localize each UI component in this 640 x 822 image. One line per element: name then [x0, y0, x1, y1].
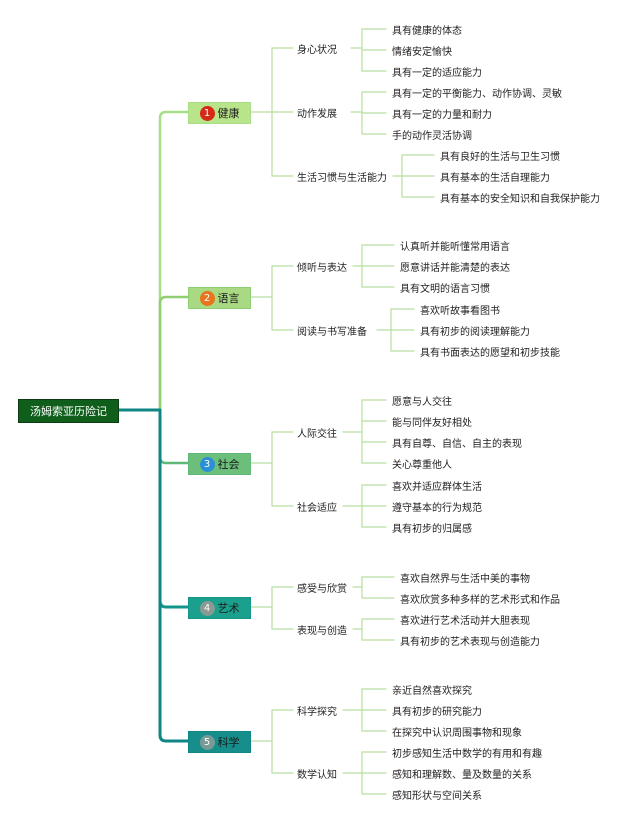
leaf-item-1-2-3[interactable]: 手的动作灵活协调: [392, 131, 472, 142]
category-label: 科学: [217, 736, 240, 749]
subcategory-1-3[interactable]: 生活习惯与生活能力: [297, 173, 387, 184]
category-label: 语言: [217, 292, 240, 305]
leaf-item-4-2-2[interactable]: 具有初步的艺术表现与创造能力: [400, 637, 540, 648]
leaf-item-1-1-3[interactable]: 具有一定的适应能力: [392, 68, 482, 79]
leaf-item-2-1-2[interactable]: 愿意讲话并能清楚的表达: [400, 263, 510, 274]
leaf-item-5-2-2[interactable]: 感知和理解数、量及数量的关系: [392, 770, 532, 781]
connector-5: [116, 408, 190, 743]
leaf-item-3-1-4[interactable]: 关心尊重他人: [392, 460, 452, 471]
category-label: 社会: [217, 458, 240, 471]
root-node[interactable]: 汤姆索亚历险记: [18, 399, 119, 423]
leaf-item-4-2-1[interactable]: 喜欢进行艺术活动并大胆表现: [400, 616, 530, 627]
subcategory-5-1[interactable]: 科学探究: [297, 707, 337, 718]
subcategory-4-1[interactable]: 感受与欣赏: [297, 584, 347, 595]
category-number-badge: 2: [199, 290, 215, 306]
leaf-item-3-2-3[interactable]: 具有初步的归属感: [392, 524, 472, 535]
connector-3: [116, 408, 190, 465]
subcategory-1-1[interactable]: 身心状况: [297, 45, 337, 56]
leaf-item-5-2-1[interactable]: 初步感知生活中数学的有用和有趣: [392, 749, 542, 760]
subcategory-1-2[interactable]: 动作发展: [297, 109, 337, 120]
connector-2: [116, 295, 190, 412]
category-label: 健康: [217, 107, 240, 120]
category-number-badge: 1: [199, 105, 215, 121]
leaf-item-2-1-3[interactable]: 具有文明的语言习惯: [400, 284, 490, 295]
subcategory-3-1[interactable]: 人际交往: [297, 429, 337, 440]
leaf-item-2-2-3[interactable]: 具有书面表达的愿望和初步技能: [420, 348, 560, 359]
leaf-item-5-1-2[interactable]: 具有初步的研究能力: [392, 707, 482, 718]
subcategory-4-2[interactable]: 表现与创造: [297, 626, 347, 637]
leaf-item-5-1-3[interactable]: 在探究中认识周围事物和现象: [392, 728, 522, 739]
leaf-item-4-1-1[interactable]: 喜欢自然界与生活中美的事物: [400, 574, 530, 585]
leaf-item-1-1-2[interactable]: 情绪安定愉快: [392, 47, 452, 58]
leaf-item-3-1-2[interactable]: 能与同伴友好相处: [392, 418, 472, 429]
leaf-item-3-2-2[interactable]: 遵守基本的行为规范: [392, 503, 482, 514]
leaf-item-3-1-3[interactable]: 具有自尊、自信、自主的表现: [392, 439, 522, 450]
leaf-item-5-2-3[interactable]: 感知形状与空间关系: [392, 791, 482, 802]
leaf-item-1-2-2[interactable]: 具有一定的力量和耐力: [392, 110, 492, 121]
subcategory-3-2[interactable]: 社会适应: [297, 503, 337, 514]
leaf-item-5-1-1[interactable]: 亲近自然喜欢探究: [392, 686, 472, 697]
leaf-item-1-1-1[interactable]: 具有健康的体态: [392, 26, 462, 37]
leaf-item-1-2-1[interactable]: 具有一定的平衡能力、动作协调、灵敏: [392, 89, 562, 100]
subcategory-2-1[interactable]: 倾听与表达: [297, 263, 347, 274]
category-label: 艺术: [217, 602, 240, 615]
leaf-item-1-3-2[interactable]: 具有基本的生活自理能力: [440, 173, 550, 184]
category-number-badge: 3: [199, 456, 215, 472]
connector-1: [116, 110, 190, 412]
leaf-item-2-2-1[interactable]: 喜欢听故事看图书: [420, 306, 500, 317]
category-number-badge: 5: [199, 734, 215, 750]
leaf-item-2-1-1[interactable]: 认真听并能听懂常用语言: [400, 242, 510, 253]
leaf-item-2-2-2[interactable]: 具有初步的阅读理解能力: [420, 327, 530, 338]
subcategory-5-2[interactable]: 数学认知: [297, 770, 337, 781]
category-number-badge: 4: [199, 600, 215, 616]
leaf-item-1-3-3[interactable]: 具有基本的安全知识和自我保护能力: [440, 194, 600, 205]
subcategory-2-2[interactable]: 阅读与书写准备: [297, 327, 367, 338]
leaf-item-4-1-2[interactable]: 喜欢欣赏多种多样的艺术形式和作品: [400, 595, 560, 606]
leaf-item-3-2-1[interactable]: 喜欢并适应群体生活: [392, 482, 482, 493]
leaf-item-3-1-1[interactable]: 愿意与人交往: [392, 397, 452, 408]
connector-4: [116, 408, 190, 609]
leaf-item-1-3-1[interactable]: 具有良好的生活与卫生习惯: [440, 152, 560, 163]
